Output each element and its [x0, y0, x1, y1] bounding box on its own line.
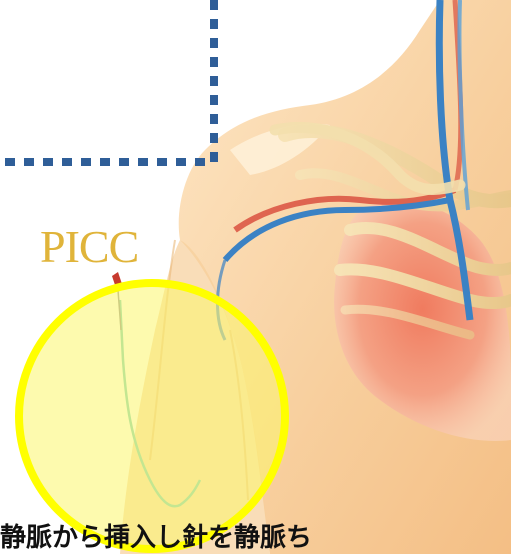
caption-text: 静脈から挿入し針を静脈ち	[0, 522, 511, 554]
picc-label: PICC	[40, 220, 138, 273]
highlight-circle	[19, 283, 285, 549]
